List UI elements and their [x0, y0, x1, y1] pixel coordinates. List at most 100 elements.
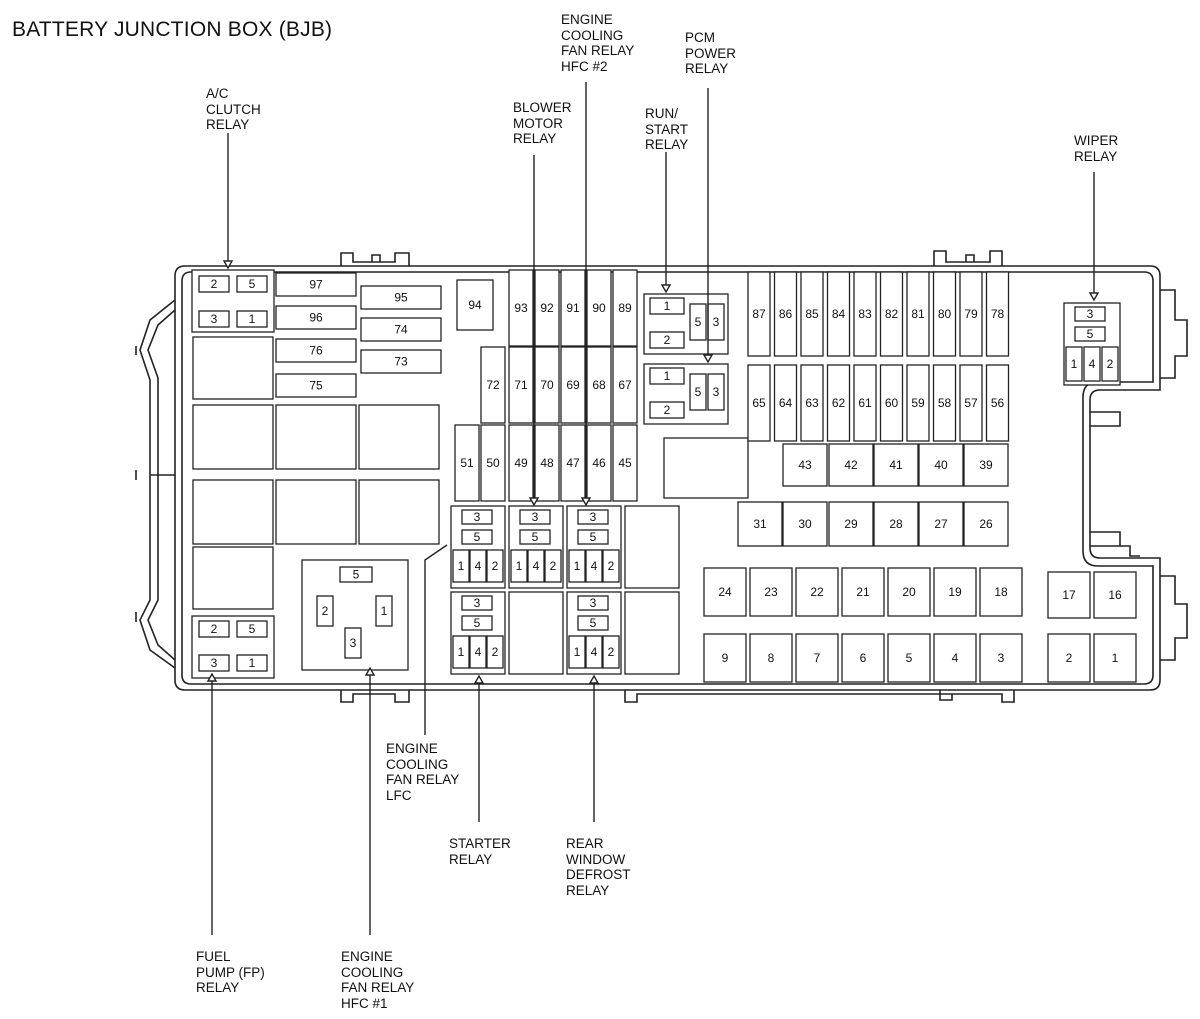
- fuse-cell: 91: [560, 269, 586, 347]
- cell-label: 1: [249, 656, 256, 670]
- fuse-cell: 87: [747, 271, 771, 357]
- fuse-cell: 92: [534, 269, 560, 347]
- cell-label: 95: [394, 291, 408, 305]
- fuse-cell: 64: [773, 364, 798, 442]
- fuse-cell: 70: [534, 346, 560, 424]
- arrowhead: [1088, 292, 1100, 302]
- relay-pin: 3: [577, 509, 609, 525]
- leader-lines: [206, 82, 1100, 935]
- fuse-cell: 30: [782, 501, 828, 547]
- cavity: [624, 591, 680, 675]
- fuse-cell: 75: [275, 373, 357, 398]
- cell-label: 60: [885, 396, 899, 410]
- cell-label: 8: [768, 651, 775, 665]
- arrowhead: [580, 497, 592, 507]
- relay-pin: 3: [1074, 306, 1106, 322]
- fuse-cell: 22: [795, 567, 839, 617]
- cell-label: 71: [514, 378, 528, 392]
- cell-label: 5: [532, 530, 539, 544]
- cell-label: 3: [590, 596, 597, 610]
- fuse-cell: 3: [979, 633, 1023, 683]
- cell-label: 56: [991, 396, 1005, 410]
- fuse-cell: 76: [275, 338, 357, 363]
- cell-label: 3: [1087, 307, 1094, 321]
- relay-pin: 1: [375, 595, 393, 627]
- cell-label: 27: [934, 517, 948, 531]
- cell-label: 85: [805, 307, 819, 321]
- cell-label: 3: [713, 315, 720, 329]
- fuse-cell: 61: [853, 364, 877, 442]
- relay-pin: 3: [461, 509, 493, 525]
- cell-label: 2: [608, 559, 615, 573]
- fuse-cell: 60: [879, 364, 904, 442]
- relay-pin: 2: [198, 620, 230, 638]
- cell-label: 2: [1066, 651, 1073, 665]
- cell-label: 65: [752, 396, 766, 410]
- fuse-cell: 7: [795, 633, 839, 683]
- cell-label: 3: [350, 636, 357, 650]
- relay-pin: 1: [452, 635, 470, 669]
- cell-label: 7: [814, 651, 821, 665]
- fuse-cell: 57: [959, 364, 983, 442]
- cell-label: 64: [779, 396, 793, 410]
- cell-label: 2: [664, 403, 671, 417]
- fuse-cell: 86: [773, 271, 798, 357]
- fuse-cell: 24: [703, 567, 747, 617]
- fuse-cell: 4: [933, 633, 977, 683]
- fuse-cell: 45: [612, 424, 638, 502]
- fuse-cell: 43: [782, 443, 828, 487]
- fuse-cell: 73: [360, 349, 442, 374]
- relay-pin: 3: [344, 627, 362, 659]
- cell-label: 1: [574, 645, 581, 659]
- fuse-cell: 48: [534, 424, 560, 502]
- cell-label: 28: [889, 517, 903, 531]
- fuse-cell: 74: [360, 317, 442, 342]
- cavity: [624, 505, 680, 589]
- cell-label: 5: [906, 651, 913, 665]
- label-rear-window-defrost-relay: REAR WINDOW DEFROST RELAY: [566, 836, 631, 898]
- cell-label: 4: [475, 559, 482, 573]
- fuse-cell: 20: [887, 567, 931, 617]
- fuse-cell: 49: [508, 424, 534, 502]
- cell-label: 67: [618, 378, 632, 392]
- cell-label: 2: [492, 559, 499, 573]
- cell-label: 19: [948, 585, 962, 599]
- cell-label: 3: [998, 651, 1005, 665]
- relay-pin: 4: [469, 635, 487, 669]
- cell-label: 46: [592, 456, 606, 470]
- cell-label: 5: [474, 530, 481, 544]
- fuse-cell: 89: [612, 269, 638, 347]
- cell-label: 1: [664, 369, 671, 383]
- cell-label: 4: [533, 559, 540, 573]
- cell-label: 26: [979, 517, 993, 531]
- cell-label: 1: [1071, 357, 1078, 371]
- cavity: [192, 404, 274, 470]
- cell-label: 31: [753, 517, 767, 531]
- cell-label: 5: [695, 315, 702, 329]
- relay-pin: 3: [519, 509, 551, 525]
- cell-label: 20: [902, 585, 916, 599]
- relay-pin: 2: [544, 549, 562, 583]
- relay-pin: 2: [1101, 346, 1119, 382]
- arrowhead: [588, 674, 600, 684]
- cell-label: 90: [592, 301, 606, 315]
- relay-pin: 2: [198, 275, 230, 293]
- relay-pin: 1: [452, 549, 470, 583]
- relay-pin: 5: [689, 303, 707, 341]
- fuse-cell: 83: [853, 271, 877, 357]
- relay-pin: 5: [339, 566, 373, 583]
- fuse-cell: 84: [826, 271, 851, 357]
- fuse-cell: 69: [560, 346, 586, 424]
- fuse-cell: 50: [480, 424, 506, 502]
- relay-pin: 5: [236, 620, 268, 638]
- arrowhead: [473, 674, 485, 684]
- cell-label: 75: [309, 379, 323, 393]
- fuse-cell: 51: [454, 424, 480, 502]
- cell-label: 82: [885, 307, 899, 321]
- cell-label: 3: [590, 510, 597, 524]
- relay-pin: 1: [649, 297, 685, 315]
- cavity: [275, 479, 357, 545]
- cell-label: 93: [514, 301, 528, 315]
- fuse-cell: 17: [1047, 571, 1091, 619]
